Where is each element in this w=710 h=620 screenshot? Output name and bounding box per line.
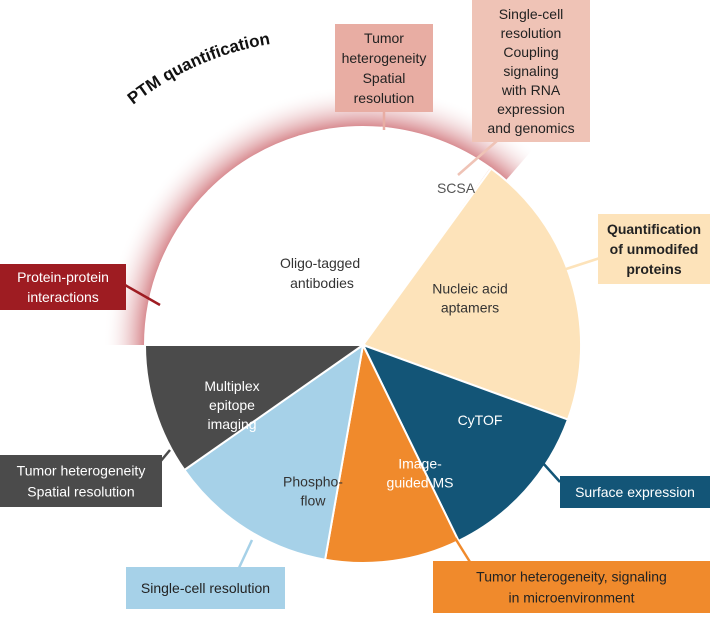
callout-tumor_sig_box-text: Tumor heterogeneity, signaling in microen…: [476, 569, 667, 606]
connector-single-cell: [236, 539, 254, 571]
segment-label-phospho-line-1: Phospho-: [283, 474, 343, 490]
callout-scsa_box-line-1: Single-cell: [499, 6, 564, 22]
connector-surface: [541, 461, 561, 483]
center-circle: [145, 127, 490, 345]
segment-label-aptamers-line-2: aptamers: [441, 300, 499, 316]
callout-surface_box-box: [560, 476, 710, 508]
connector-tumor-sig: [453, 537, 472, 563]
callout-ihc_box-line-2: heterogeneity: [342, 50, 427, 66]
callout-tumor_sig_box-line-1: Tumor heterogeneity, signaling: [476, 569, 667, 585]
callout-tumor_sig_box-line-2: in microenvironment: [508, 590, 634, 606]
segment-label-pla: PLA: [166, 312, 193, 328]
callout-quant_box-line-2: of unmodifed: [610, 241, 699, 257]
segment-label-phospho: Phospho-flow: [283, 474, 343, 509]
callout-tumor_spatial_box-box: [0, 455, 162, 507]
center-label-line-2: antibodies: [290, 275, 354, 291]
segment-label-wb-line-1: WB: [287, 182, 310, 198]
callout-ihc_box-box: [335, 24, 433, 112]
callout-ppi-line-1: Protein-protein: [17, 269, 109, 285]
segment-label-ims: Image-guided MS: [387, 456, 454, 491]
segment-label-cytof: CyTOF: [458, 412, 503, 428]
segment-phospho: [183, 342, 365, 561]
callout-scsa_box-line-4: signaling: [503, 63, 558, 79]
callout-tumor_sig_box: Tumor heterogeneity, signaling in microen…: [433, 561, 710, 613]
arc-title: PTM quantification: [124, 29, 272, 108]
arc-title-text: PTM quantification: [124, 29, 272, 108]
callout-quant_box-line-3: proteins: [626, 261, 681, 277]
segment-label-multiplex-line-1: Multiplex: [204, 378, 259, 394]
callout-surface_box-line-1: Surface expression: [575, 484, 695, 500]
callout-single_cell_box-line-1: Single-cell resolution: [141, 580, 270, 596]
segment-label-rppa-line-1: RPPA: [206, 240, 244, 256]
segment-label-pla-line-1: PLA: [166, 312, 193, 328]
callout-surface_box: Surface expression: [560, 476, 710, 508]
segment-label-ims-line-2: guided MS: [387, 475, 454, 491]
callout-scsa_box-line-7: and genomics: [487, 120, 574, 136]
segment-label-rppa: RPPA: [206, 240, 244, 256]
callout-scsa_box-line-5: with RNA: [501, 82, 561, 98]
callout-scsa_box-line-6: expression: [497, 101, 565, 117]
center-label-line-1: Oligo-tagged: [280, 255, 360, 271]
segment-label-cytof-line-1: CyTOF: [458, 412, 503, 428]
callout-ihc_box-line-3: Spatial: [363, 70, 406, 86]
segment-multiplex: [143, 344, 367, 472]
callout-tumor_spatial_box-line-1: Tumor heterogeneity: [17, 463, 146, 479]
segment-aptamers: [361, 167, 583, 421]
callout-ppi-line-2: interactions: [27, 289, 99, 305]
callout-ppi: Protein-protein interactions: [0, 264, 126, 310]
center-label: Oligo-tagged antibodies: [280, 255, 364, 291]
callout-quant_box: Quantification of unmodifed proteins: [598, 214, 710, 284]
segment-label-ims-line-1: Image-: [398, 456, 442, 472]
connector-quant: [562, 256, 601, 272]
callout-quant_box-line-1: Quantification: [607, 221, 701, 237]
callout-quant_box-box: [598, 214, 710, 284]
callout-tumor_spatial_box-line-2: Spatial resolution: [27, 484, 134, 500]
callout-scsa_box-line-2: resolution: [501, 25, 562, 41]
segment-label-ihc: IHC: [360, 157, 384, 173]
callout-single_cell_box-box: [126, 567, 285, 609]
callout-quant_box-text: Quantification of unmodifed proteins: [607, 221, 701, 277]
segment-label-scsa: SCSA: [437, 180, 476, 196]
callout-scsa_box-box: [472, 0, 590, 142]
callout-surface_box-text: Surface expression: [575, 484, 695, 500]
segment-label-wb: WB: [287, 182, 310, 198]
segment-cytof: [361, 343, 570, 543]
callout-ppi-box: [0, 264, 126, 310]
segment-ims: [323, 341, 460, 564]
segment-label-aptamers-line-1: Nucleic acid: [432, 281, 507, 297]
connector-ppi: [124, 283, 161, 307]
callout-single_cell_box: Single-cell resolution: [126, 567, 285, 609]
callout-tumor_sig_box-box: [433, 561, 710, 613]
callout-ppi-text: Protein-protein interactions: [17, 269, 109, 305]
segment-label-multiplex: Multiplex epitope imaging: [204, 378, 259, 432]
connector-scsa: [457, 139, 499, 176]
segment-label-phospho-line-2: flow: [301, 493, 327, 509]
segment-label-scsa-line-1: SCSA: [437, 180, 476, 196]
segment-labels: PLA RPPA WB IHC SCSA Nucleic acid aptamersCyTO…: [166, 157, 508, 509]
callout-single_cell_box-text: Single-cell resolution: [141, 580, 270, 596]
segment-label-multiplex-line-2: epitope: [209, 397, 255, 413]
segment-label-multiplex-line-3: imaging: [207, 416, 256, 432]
callout-ihc_box-line-4: resolution: [354, 90, 415, 106]
segment-label-aptamers: Nucleic acid aptamers: [432, 281, 507, 316]
callout-ihc_box-line-1: Tumor: [364, 30, 404, 46]
segment-label-ihc-line-1: IHC: [360, 157, 384, 173]
callout-scsa_box-line-3: Coupling: [503, 44, 558, 60]
